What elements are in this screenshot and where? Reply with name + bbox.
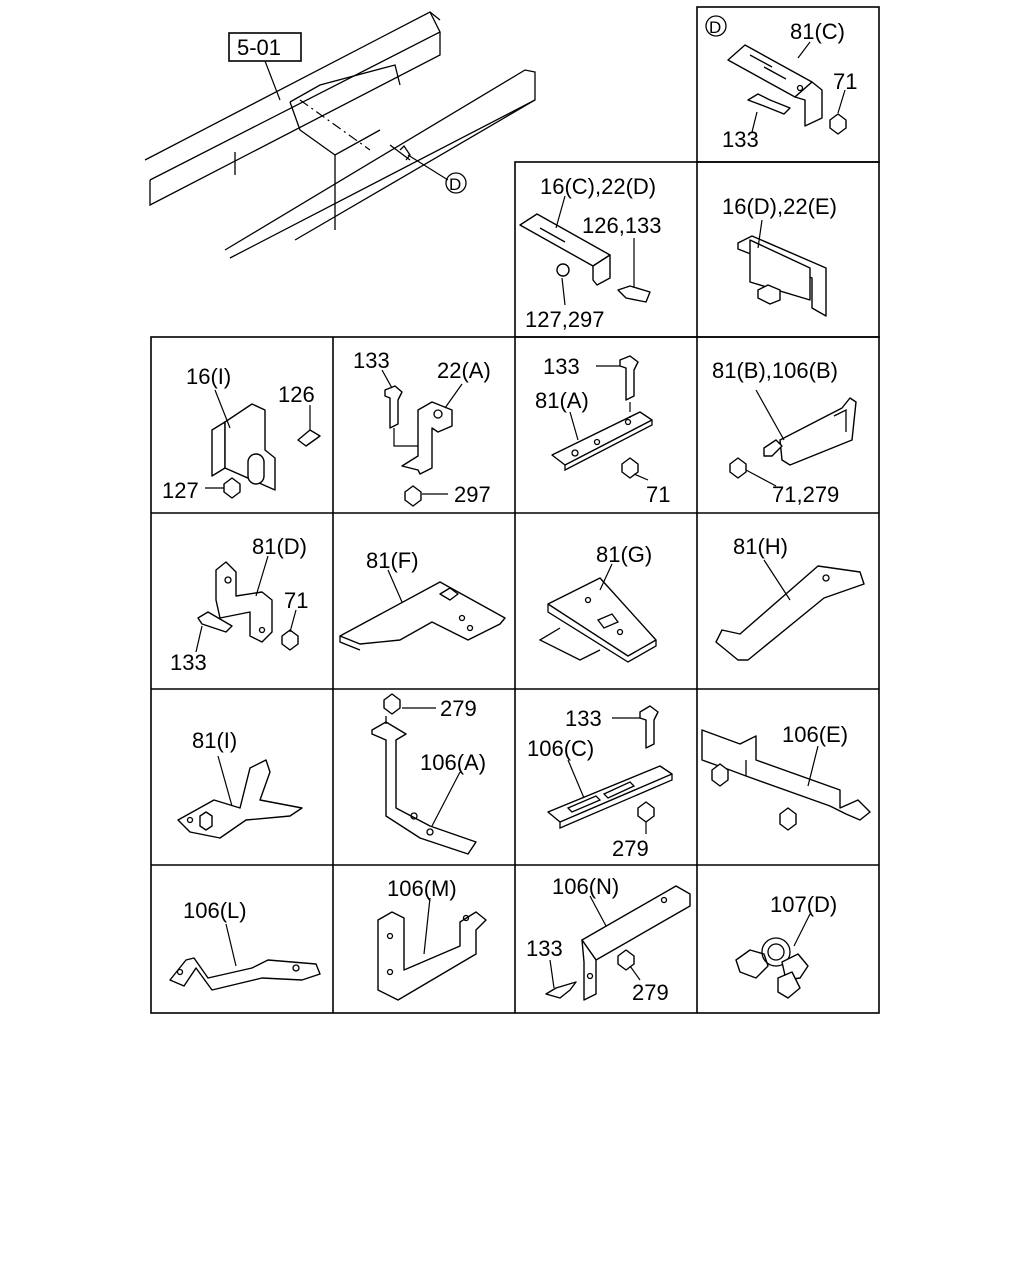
cell-81g: 81(G) [538,542,657,663]
cell-16i: 16(I) 126 127 [162,364,321,503]
cell-81d: 81(D) 71 133 [170,534,308,675]
c106a-label-1: 106(A) [420,750,486,775]
c81d-label-2: 133 [170,650,207,675]
c81f-label-0: 81(F) [366,548,419,573]
detail-marker-d[interactable]: D [445,172,467,194]
c16c22d-label-2: 127,297 [525,307,605,332]
c107d-label-0: 107(D) [770,892,837,917]
c106c-label-1: 106(C) [527,736,594,761]
ref-box[interactable]: 5-01 [228,32,302,62]
cell-81a: 133 81(A) 71 [535,354,670,507]
cell-81i: 81(I) [177,728,303,839]
c16i-label-1: 126 [278,382,315,407]
c106n-label-1: 133 [526,936,563,961]
detail-d-label-2: 133 [722,127,759,152]
detail-d-marker: D [709,18,721,37]
c22a-label-1: 22(A) [437,358,491,383]
cell-22a: 133 22(A) 297 [353,348,491,507]
cell-81f: 81(F) [339,548,506,651]
c81i-label-0: 81(I) [192,728,237,753]
c106c-label-2: 279 [612,836,649,861]
cell-106a: 279 106(A) [371,693,486,855]
cell-106e: 106(E) [701,722,871,831]
c106e-label-0: 106(E) [782,722,848,747]
c81d-label-1: 71 [284,588,308,613]
c81b-label-0: 81(B),106(B) [712,358,838,383]
c106n-label-0: 106(N) [552,874,619,899]
c22a-label-0: 133 [353,348,390,373]
c81a-label-1: 81(A) [535,388,589,413]
c81a-label-0: 133 [543,354,580,379]
c106m-label-0: 106(M) [387,876,457,901]
cell-81h: 81(H) [715,534,865,661]
c106a-label-0: 279 [440,696,477,721]
c81g-label-0: 81(G) [596,542,652,567]
cell-16d-22e: 16(D),22(E) [722,194,837,317]
c106n-label-2: 279 [632,980,669,1005]
c81h-label-0: 81(H) [733,534,788,559]
cell-107d: 107(D) [735,892,837,999]
cell-81b-106b: 81(B),106(B) 71,279 [712,358,857,507]
cell-106m: 106(M) [377,876,487,1001]
cell-106c: 133 106(C) 279 [527,705,673,861]
grid-lines [150,6,880,1014]
c81d-label-0: 81(D) [252,534,307,559]
frame-overview [144,11,536,259]
c106l-label-0: 106(L) [183,898,247,923]
detail-d-label-0: 81(C) [790,19,845,44]
c16c22d-label-1: 126,133 [582,213,662,238]
c16i-label-0: 16(I) [186,364,231,389]
cell-16c-22d: 16(C),22(D) 126,133 127,297 [519,174,662,332]
cell-106n: 106(N) 133 279 [526,874,691,1005]
c81a-label-2: 71 [646,482,670,507]
c81b-label-1: 71,279 [772,482,839,507]
ref-box-label: 5-01 [237,35,281,60]
c16d22e-label-0: 16(D),22(E) [722,194,837,219]
detail-d-box: D 81(C) 71 133 [705,15,857,152]
detail-marker-label: D [449,175,461,194]
c106c-label-0: 133 [565,706,602,731]
c16i-label-2: 127 [162,478,199,503]
cell-106l: 106(L) [169,898,321,991]
c22a-label-2: 297 [454,482,491,507]
c16c22d-label-0: 16(C),22(D) [540,174,656,199]
detail-d-label-1: 71 [833,69,857,94]
